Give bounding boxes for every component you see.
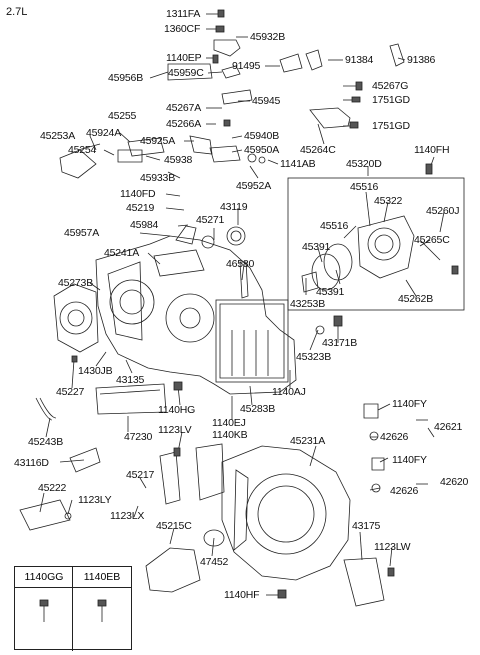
legend-header-1: 1140GG	[15, 567, 73, 588]
part-label: 45956B	[108, 72, 144, 84]
top-bolts	[167, 9, 405, 129]
part-label: 45217	[126, 469, 155, 481]
part-label: 45391	[316, 286, 345, 298]
part-label: 42621	[434, 421, 463, 433]
fastener-legend-table: 1140GG 1140EB	[14, 566, 132, 651]
part-label: 1140AJ	[272, 386, 306, 398]
part-label: 45323B	[296, 351, 332, 363]
part-label: 45264C	[300, 144, 336, 156]
part-label: 45924A	[86, 127, 122, 139]
part-label: 45945	[252, 95, 281, 107]
part-label: 42620	[440, 476, 469, 488]
part-label: 42626	[380, 431, 409, 443]
part-label: 1140HG	[158, 404, 196, 416]
engine-label: 2.7L	[6, 6, 28, 18]
part-label: 1140FY	[392, 454, 427, 466]
part-label: 45231A	[290, 435, 326, 447]
part-label: 45322	[374, 195, 403, 207]
part-label: 47452	[200, 556, 229, 568]
converter-housing	[195, 443, 351, 581]
part-label: 45957A	[64, 227, 100, 239]
part-label: 45243B	[28, 436, 64, 448]
part-label: 1141AB	[280, 158, 316, 170]
part-label: 1140EP	[166, 52, 202, 64]
part-label: 45933B	[140, 172, 176, 184]
part-label: 46580	[226, 258, 255, 270]
part-label: 1751GD	[372, 94, 410, 106]
part-label: 45254	[68, 144, 97, 156]
legend-cell-1: 1140GG	[15, 567, 73, 651]
part-label: 1140FH	[414, 144, 450, 156]
part-label: 45950A	[244, 144, 280, 156]
part-label: 1140FY	[392, 398, 427, 410]
part-label: 45516	[350, 181, 379, 193]
legend-cell-2: 1140EB	[73, 567, 131, 651]
part-label: 45391	[302, 241, 331, 253]
part-label: 43119	[220, 201, 248, 213]
part-label: 47230	[124, 431, 153, 443]
part-label: 1123LX	[110, 510, 145, 522]
part-label: 91495	[232, 60, 261, 72]
part-label: 45271	[196, 214, 225, 226]
part-label: 91384	[345, 54, 374, 66]
part-label: 43135	[116, 374, 145, 386]
part-label: 1123LV	[158, 424, 192, 436]
part-label: 1360CF	[164, 23, 201, 35]
part-label: 45255	[108, 110, 137, 122]
oil-strainer	[95, 381, 183, 415]
legend-header-2: 1140EB	[73, 567, 131, 588]
part-label: 45932B	[250, 31, 286, 43]
part-label: 45265C	[414, 234, 450, 246]
part-label: 45222	[38, 482, 67, 494]
part-label: 45959C	[168, 67, 204, 79]
part-label: 43116D	[14, 457, 49, 469]
part-label: 45940B	[244, 130, 280, 142]
part-label: 1140HF	[224, 589, 260, 601]
part-label: 1140EJ	[212, 417, 246, 429]
part-label: 45320D	[346, 158, 382, 170]
part-label: 42626	[390, 485, 419, 497]
valve-linkage	[59, 135, 433, 179]
part-label: 45938	[164, 154, 193, 166]
part-label: 45262B	[398, 293, 434, 305]
part-label: 1311FA	[166, 8, 201, 20]
part-label: 43253B	[290, 298, 326, 310]
part-label: 43171B	[322, 337, 358, 349]
part-label: 91386	[407, 54, 436, 66]
part-label: 45925A	[140, 135, 176, 147]
part-label: 1123LW	[374, 541, 411, 553]
part-label: 45267A	[166, 102, 202, 114]
part-label: 1140FD	[120, 188, 156, 200]
transaxle-case	[95, 225, 343, 395]
part-label: 45952A	[236, 180, 272, 192]
part-label: 45215C	[156, 520, 192, 532]
part-label: 45267G	[372, 80, 409, 92]
part-label: 45227	[56, 386, 85, 398]
oil-pump-group	[287, 177, 465, 311]
part-label: 45283B	[240, 403, 276, 415]
side-cover	[35, 283, 99, 421]
part-label: 45516	[320, 220, 349, 232]
part-label: 1751GD	[372, 120, 410, 132]
speed-sensors	[363, 403, 385, 493]
part-label: 45241A	[104, 247, 140, 259]
part-label: 45266A	[166, 118, 202, 130]
part-label: 1140KB	[212, 429, 248, 441]
part-label: 1430JB	[78, 365, 113, 377]
lower-brackets	[19, 447, 395, 607]
part-label: 45260J	[426, 205, 460, 217]
legend-bolts	[39, 599, 107, 622]
part-label: 1123LY	[78, 494, 112, 506]
part-label: 45219	[126, 202, 155, 214]
part-label: 43175	[352, 520, 381, 532]
part-label: 45984	[130, 219, 159, 231]
part-label: 45253A	[40, 130, 76, 142]
part-label: 45273B	[58, 277, 94, 289]
